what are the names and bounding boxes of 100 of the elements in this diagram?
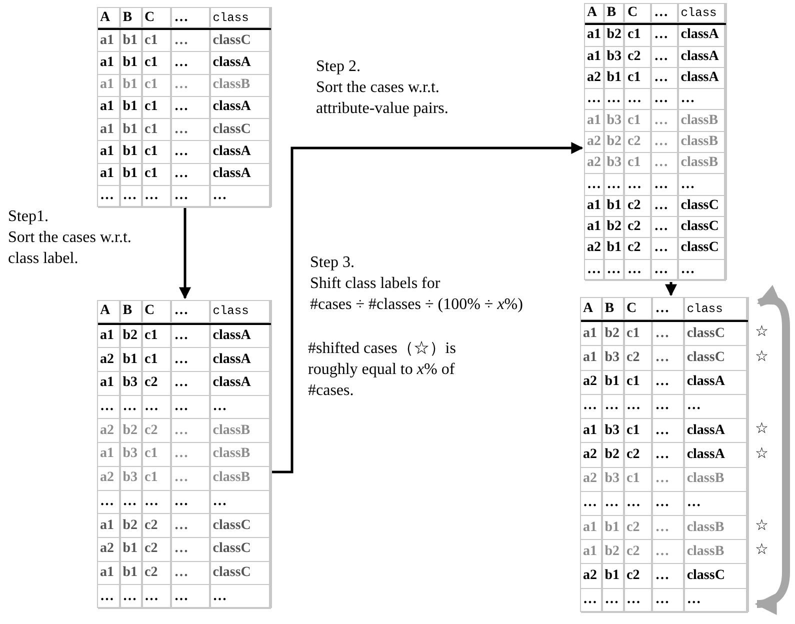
table-cell: … — [142, 396, 172, 420]
table-cell: b1 — [120, 538, 143, 562]
table-cell: c2 — [625, 196, 652, 217]
table-cell: a1 — [585, 196, 605, 217]
star-mark: ☆ — [755, 519, 768, 534]
table-cell: classA — [684, 419, 748, 444]
table-cell: b1 — [604, 196, 626, 217]
table-cell: a1 — [98, 30, 121, 52]
table-cell: b3 — [602, 468, 625, 492]
table-cell: a1 — [581, 540, 603, 564]
table-cell: … — [172, 514, 211, 538]
table-cell: … — [653, 443, 685, 468]
star-mark: ☆ — [755, 422, 768, 438]
table-cell: b1 — [602, 516, 625, 540]
step-text: Sort the cases w.r.t. class label. — [8, 228, 132, 269]
table-cell: classB — [684, 540, 748, 564]
table-cell: classA — [210, 164, 271, 186]
step-text: Step1. — [8, 207, 50, 227]
table-cell: classC — [210, 30, 271, 52]
table-cell: a1 — [98, 96, 121, 120]
table-cell: … — [172, 538, 211, 562]
table-cell: a1 — [98, 52, 121, 75]
column-header: class — [210, 8, 271, 28]
step-text: Shift class labels for — [310, 274, 442, 294]
table-cell: a1 — [581, 516, 603, 540]
column-header: … — [653, 298, 685, 320]
table-cell: … — [172, 324, 211, 348]
table-cell: b3 — [604, 110, 626, 132]
column-header: B — [120, 301, 143, 323]
table-cell: … — [581, 394, 603, 420]
table-cell: a1 — [98, 164, 121, 186]
column-header: class — [684, 298, 748, 320]
table-cell: a2 — [98, 348, 121, 372]
table-cell: … — [652, 153, 679, 174]
table-cell: b3 — [602, 419, 625, 444]
table-cell: … — [585, 260, 605, 281]
table-cell: classB — [684, 468, 748, 492]
table-cell: … — [652, 260, 679, 281]
data-table — [584, 3, 727, 280]
table-cell: a1 — [98, 562, 121, 586]
table-cell: classB — [210, 419, 271, 444]
table-cell: c1 — [142, 96, 172, 120]
table-cell: b2 — [120, 514, 143, 538]
table-cell: c1 — [624, 370, 654, 395]
table-cell: … — [172, 443, 211, 467]
table-cell: b1 — [120, 119, 143, 142]
column-header: class — [210, 301, 271, 323]
table-cell: … — [602, 492, 625, 516]
step-text: Step 3. — [310, 253, 356, 273]
table-cell: a1 — [581, 322, 603, 346]
table-cell: classC — [684, 346, 748, 371]
table-cell: b2 — [602, 322, 625, 346]
arrow — [272, 142, 584, 474]
table-cell: … — [581, 588, 603, 613]
star-mark: ☆ — [755, 446, 768, 462]
table-cell: … — [652, 174, 679, 196]
table-cell: … — [210, 585, 271, 609]
table-cell: … — [625, 174, 652, 196]
table-cell: … — [653, 322, 685, 346]
table-cell: classA — [210, 324, 271, 348]
table-cell: c1 — [624, 322, 654, 346]
table-cell: a1 — [585, 25, 605, 47]
table-cell: a1 — [98, 514, 121, 538]
table-cell: b2 — [604, 25, 626, 47]
table-cell: b3 — [604, 46, 626, 68]
column-header: B — [120, 8, 143, 28]
table-cell: a1 — [98, 74, 121, 97]
table-cell: b1 — [604, 238, 626, 260]
table-cell: … — [172, 372, 211, 396]
table-cell: classA — [210, 96, 271, 120]
data-table — [97, 300, 272, 608]
table-cell: a1 — [585, 110, 605, 132]
step-text: #cases ÷ #classes ÷ (100% ÷ x%) — [310, 295, 524, 315]
table-cell: b2 — [120, 324, 143, 348]
table-cell: … — [624, 492, 654, 516]
table-cell: … — [581, 492, 603, 516]
table-cell: b1 — [120, 348, 143, 372]
table-cell: … — [602, 588, 625, 613]
table-cell: … — [625, 260, 652, 281]
star-mark: ☆ — [755, 543, 768, 558]
table-cell: … — [172, 466, 211, 490]
table-cell: … — [120, 585, 143, 609]
table-cell: … — [172, 119, 211, 142]
table-cell: … — [653, 468, 685, 492]
table-cell: c2 — [624, 443, 654, 468]
table-cell: c2 — [142, 372, 172, 396]
table-cell: c1 — [142, 74, 172, 97]
table-cell: a2 — [98, 466, 121, 490]
table-cell: a1 — [98, 443, 121, 467]
table-cell: … — [604, 260, 626, 281]
table-cell: … — [210, 490, 271, 514]
table-cell: b3 — [120, 466, 143, 490]
table-cell: c1 — [142, 52, 172, 75]
table-cell: classB — [678, 153, 726, 174]
table-cell: … — [172, 74, 211, 97]
table-cell: classC — [210, 562, 271, 586]
column-header: class — [678, 4, 726, 24]
table-cell: … — [678, 260, 726, 281]
table-cell: a2 — [585, 153, 605, 174]
table-cell: classC — [678, 196, 726, 217]
